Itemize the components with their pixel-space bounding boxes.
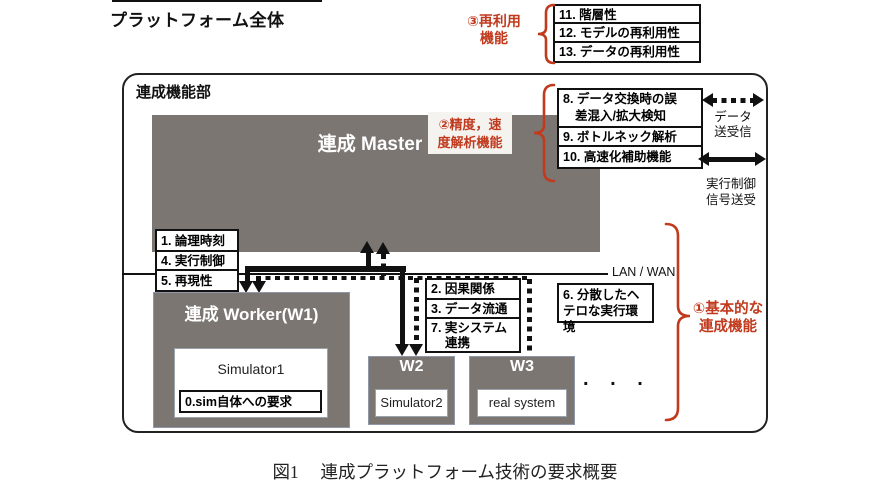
legend-data-label: データ 送受信 — [700, 110, 766, 140]
box-7-real-system: 7. 実システム 連携 — [425, 317, 521, 353]
basic-group-label-line2: 連成機能 — [699, 319, 757, 335]
worker3-label: W3 — [510, 358, 534, 375]
box-10-acceleration: 10. 高速化補助機能 — [557, 145, 703, 169]
legend-exec-arrow — [698, 152, 766, 167]
box-1-logical-time: 1. 論理時刻 — [155, 229, 239, 252]
legend-data-label-line2: 送受信 — [714, 125, 752, 139]
page-title: プラットフォーム全体 — [110, 11, 285, 30]
basic-brace — [664, 222, 691, 422]
box-6-heterogeneous-env: 6. 分散したヘ テロな実行環境 — [557, 283, 654, 334]
data-path-horizontal — [256, 275, 531, 280]
simulator1-label: Simulator1 — [217, 361, 285, 377]
accuracy-box-group: 8. データ交換時の誤 差混入/拡大検知 9. ボトルネック解析 10. 高速化… — [557, 88, 703, 169]
lan-wan-label: LAN / WAN — [612, 265, 676, 279]
real-system-box: real system — [477, 389, 567, 417]
worker1-label: 連成 Worker(W1) — [184, 305, 319, 324]
data-path-drop-w1 — [256, 278, 261, 283]
master-label: 連成 Master — [317, 134, 423, 155]
arrowhead-up-master-solid-icon — [360, 241, 374, 253]
box-3-data-distribution: 3. データ流通 — [425, 297, 521, 320]
reuse-group-label-line1: ③再利用 — [467, 13, 521, 29]
box-4-exec-control: 4. 実行制御 — [155, 249, 239, 272]
data-path-drop-w3 — [527, 279, 532, 352]
legend-data-arrow — [702, 93, 764, 108]
legend-exec-arrow-left-icon — [698, 152, 709, 166]
legend-data-arrow-line — [712, 98, 754, 103]
legend-data-label-line1: データ — [714, 110, 752, 124]
legend-exec-label-line2: 信号送受 — [705, 193, 756, 207]
reuse-brace — [537, 3, 556, 65]
box-5-reproducibility: 5. 再現性 — [155, 269, 239, 292]
legend-exec-label-line1: 実行制御 — [705, 177, 756, 191]
box-8-line2: 差混入/拡大検知 — [575, 109, 666, 123]
box-8-line1: 8. データ交換時の誤 — [563, 92, 677, 106]
worker2-label: W2 — [399, 358, 424, 375]
reuse-group-label-line2: 機能 — [480, 30, 508, 46]
top-frame-line — [112, 0, 322, 2]
accuracy-group-label: ②精度，速 度解析機能 — [428, 112, 512, 154]
box-7-line2: 連携 — [445, 336, 471, 350]
simulator2-box: Simulator2 — [375, 389, 448, 417]
coupling-function-label: 連成機能部 — [136, 84, 212, 101]
worker-req-box-group: 2. 因果関係 3. データ流通 7. 実システム 連携 — [425, 278, 521, 353]
arrowhead-down-w1-solid-icon — [239, 281, 253, 293]
box-6-line1: 6. 分散したヘ — [563, 288, 640, 302]
accuracy-group-label-line1: ②精度，速 — [438, 117, 502, 132]
legend-exec-arrow-line — [707, 157, 757, 162]
accuracy-brace — [533, 83, 556, 183]
basic-group-label: ①基本的な 連成機能 — [686, 300, 770, 336]
box-8-error-detection: 8. データ交換時の誤 差混入/拡大検知 — [557, 88, 703, 128]
more-workers-ellipsis: . . . — [583, 368, 651, 390]
legend-exec-label: 実行制御 信号送受 — [698, 176, 764, 208]
master-req-box-group: 1. 論理時刻 4. 実行制御 5. 再現性 — [155, 229, 239, 292]
data-path-up-shaft — [381, 254, 386, 276]
box-7-line1: 7. 実システム — [431, 321, 508, 335]
arrowhead-down-w1-dotted-icon — [252, 281, 266, 293]
box-13-data-reuse: 13. データの再利用性 — [553, 41, 701, 63]
arrowhead-down-w2-dotted-icon — [409, 344, 423, 356]
reuse-box-group: 11. 階層性 12. モデルの再利用性 13. データの再利用性 — [553, 4, 701, 63]
legend-exec-arrow-right-icon — [755, 152, 766, 166]
accuracy-group-label-line2: 度解析機能 — [437, 135, 503, 150]
arrowhead-up-master-dotted-icon — [376, 242, 390, 254]
control-path-horizontal — [245, 266, 406, 272]
coupling-function-frame — [122, 73, 768, 433]
control-path-up-shaft — [366, 252, 371, 268]
reuse-group-label: ③再利用 機能 — [452, 13, 536, 47]
figure-caption: 図1 連成プラットフォーム技術の要求概要 — [272, 462, 618, 482]
arrowhead-down-w2-solid-icon — [395, 344, 409, 356]
legend-data-arrow-right-icon — [753, 93, 764, 107]
basic-group-label-line1: ①基本的な — [692, 301, 764, 317]
control-path-drop-w2 — [400, 269, 405, 345]
data-path-drop-w2 — [414, 278, 419, 345]
lan-wan-line — [122, 272, 608, 275]
box-0-sim-requirement: 0.sim自体への要求 — [179, 390, 322, 413]
control-path-drop-w1 — [245, 269, 250, 282]
box-12-model-reuse: 12. モデルの再利用性 — [553, 21, 701, 44]
box-6-line2: テロな実行環境 — [563, 304, 639, 334]
legend-data-arrow-left-icon — [702, 93, 713, 107]
